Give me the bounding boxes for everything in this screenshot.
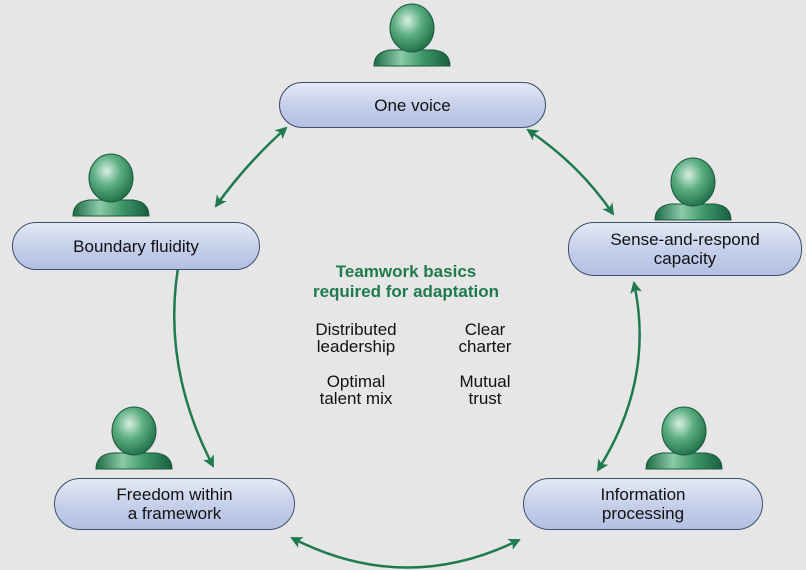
center-title: Teamwork basics required for adaptation	[312, 262, 500, 301]
basic-optimal-talent-mix: Optimal talent mix	[319, 372, 393, 408]
node-sense-and-respond-capacity: Sense-and-respond capacity	[568, 222, 802, 276]
basic-clear-charter: Clear charter	[458, 320, 512, 356]
node-freedom-within-a-framework: Freedom within a framework	[54, 478, 295, 530]
arrow-right-bottom-right	[596, 281, 642, 472]
arrow-top-right	[526, 128, 615, 216]
person-icon	[645, 406, 723, 470]
arrow-top-left	[214, 126, 288, 208]
person-icon	[373, 3, 451, 67]
basic-distributed-leadership: Distributed leadership	[315, 320, 397, 356]
arrow-left-bottom-left	[172, 250, 215, 468]
node-boundary-fluidity: Boundary fluidity	[12, 222, 260, 270]
person-icon	[72, 153, 150, 217]
basic-mutual-trust: Mutual trust	[459, 372, 511, 408]
node-one-voice: One voice	[279, 82, 546, 128]
node-information-processing: Information processing	[523, 478, 763, 530]
person-icon	[95, 406, 173, 470]
person-icon	[654, 157, 732, 221]
arrow-bottom	[290, 536, 521, 569]
